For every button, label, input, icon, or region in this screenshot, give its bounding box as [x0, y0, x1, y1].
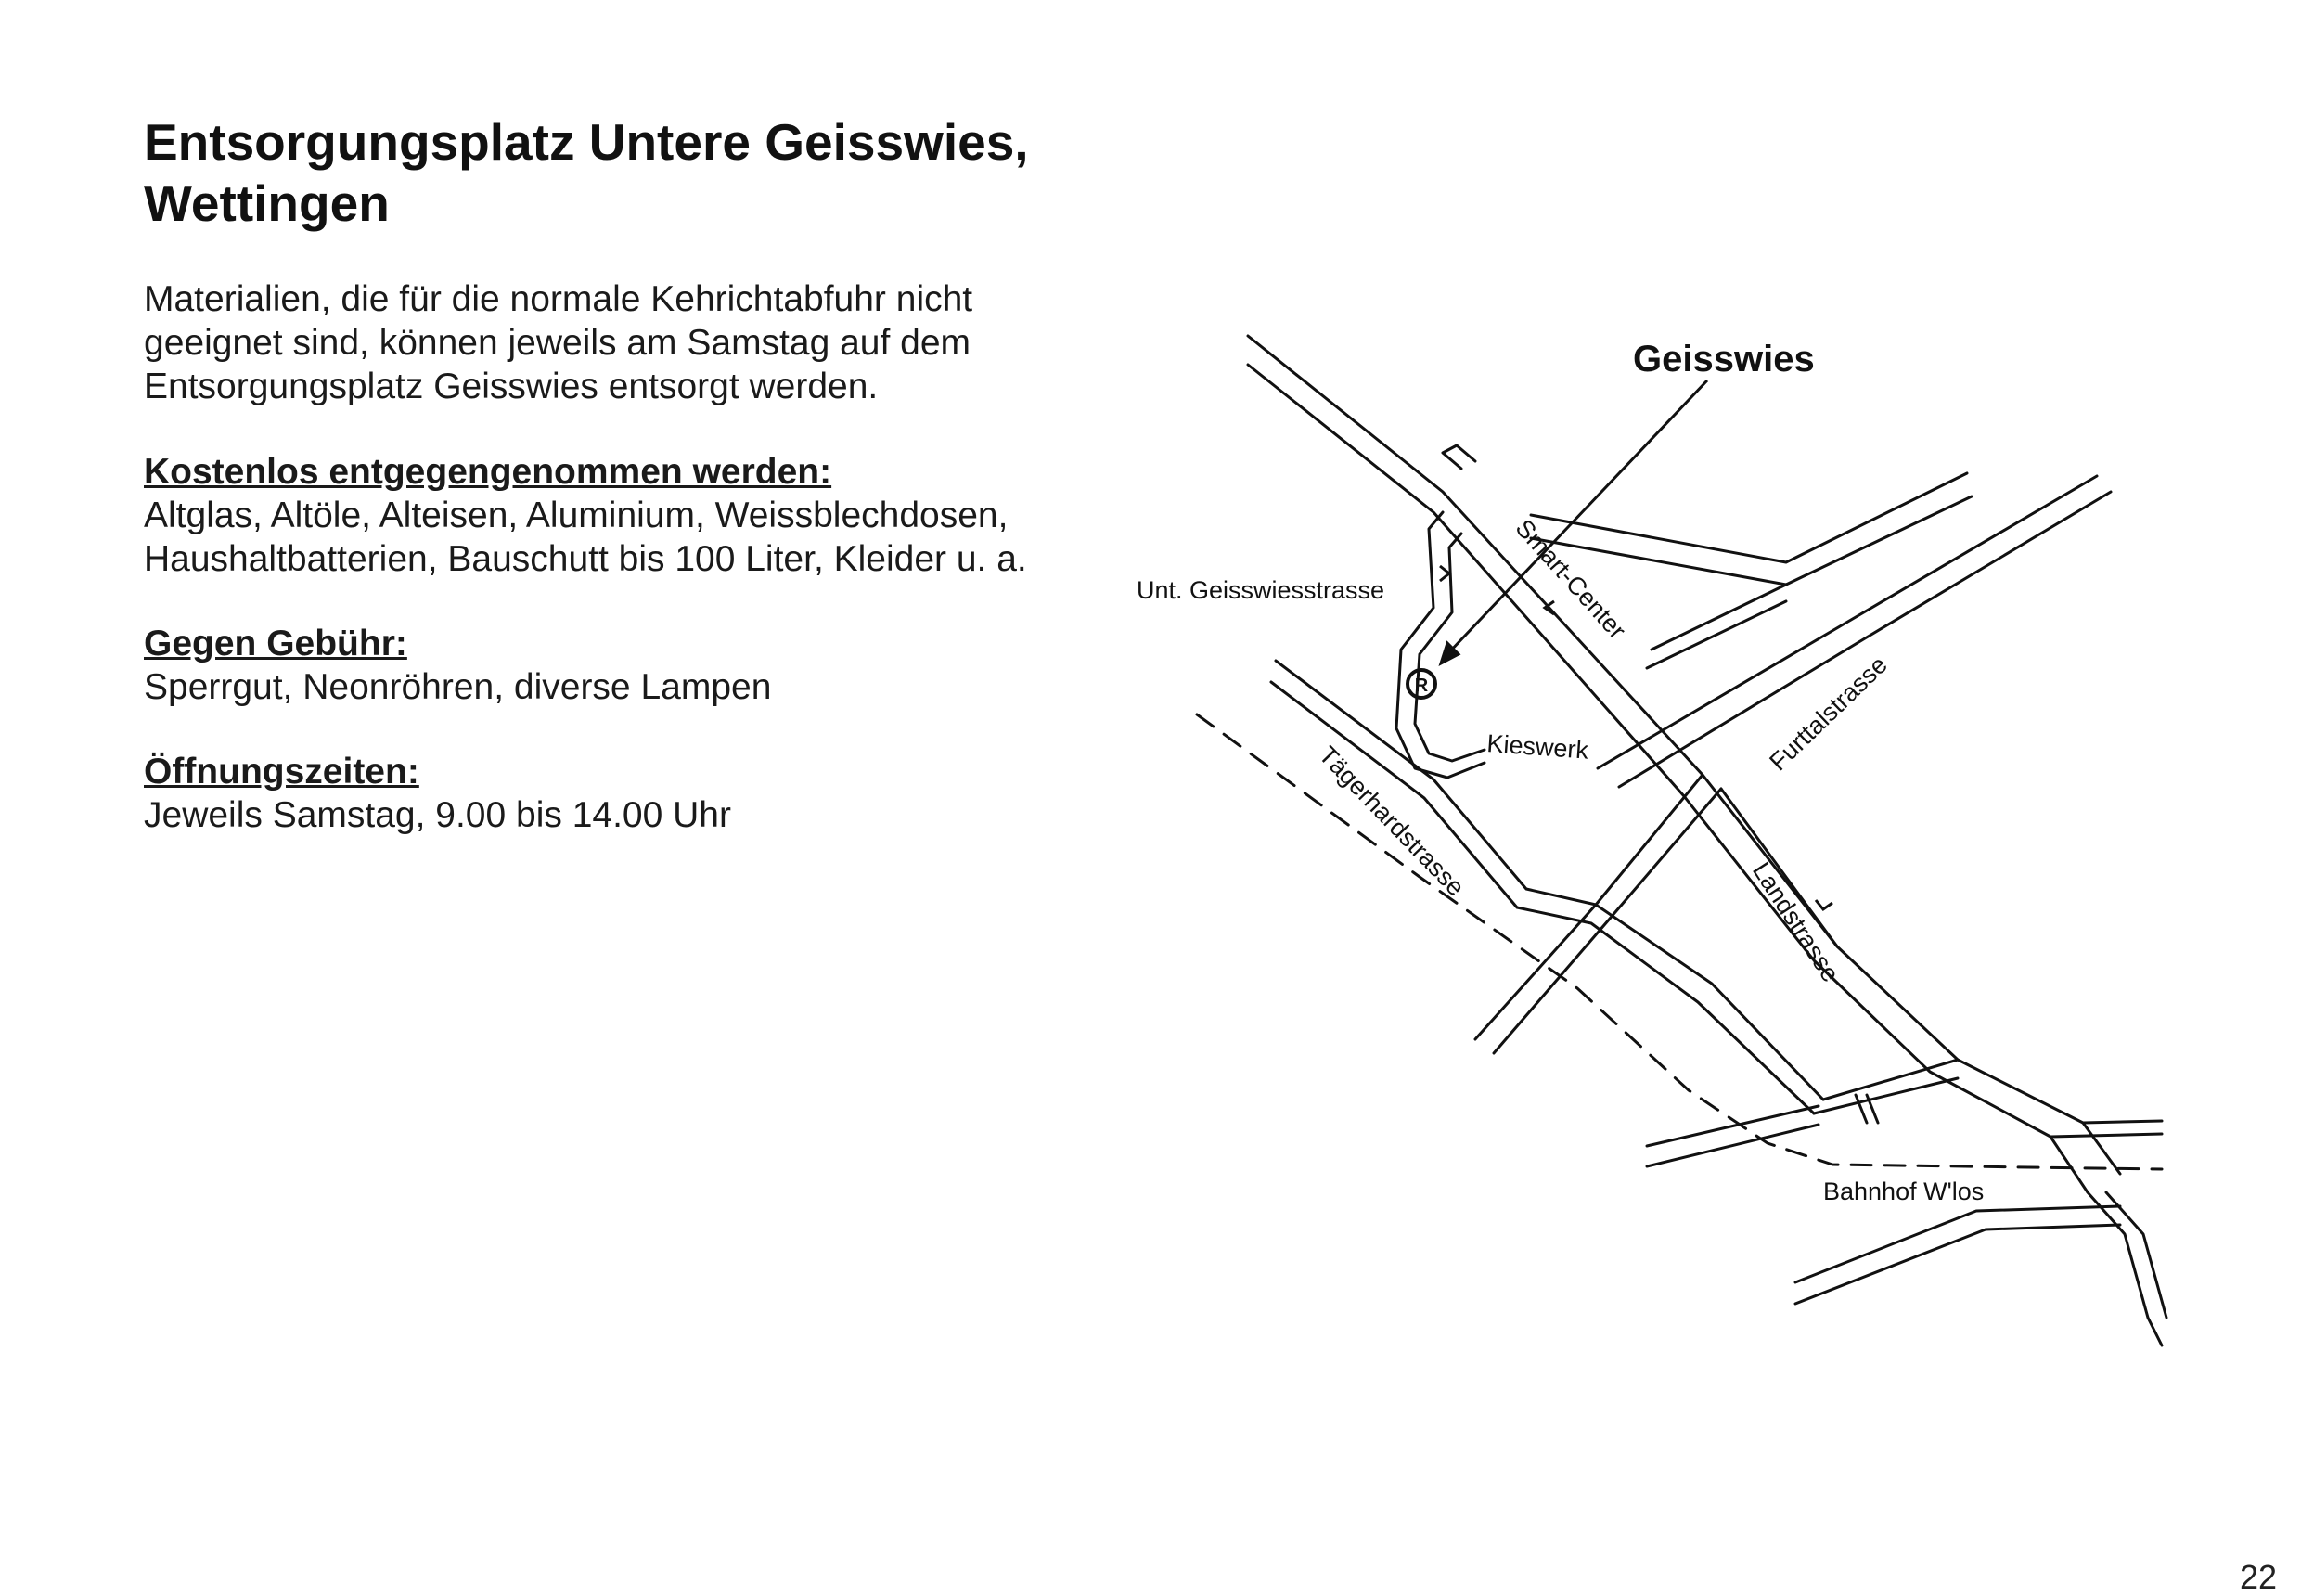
- free-materials-line: Altglas, Altöle, Alteisen, Aluminium, We…: [144, 496, 1009, 535]
- label-geisswies: Geisswies: [1633, 339, 1815, 380]
- page-title: Entsorgungsplatz Untere Geisswies, Wetti…: [144, 113, 1029, 232]
- road-right-edge: [2049, 1119, 2164, 1139]
- page-number: 22: [2239, 1558, 2277, 1596]
- intro-line: Materialien, die für die normale Kehrich…: [144, 279, 973, 319]
- free-materials-section: Kostenlos entgegengenommen werden: Altgl…: [144, 450, 1164, 581]
- label-smart-center: Smart-Center: [1510, 514, 1632, 644]
- opening-hours-section: Öffnungszeiten: Jeweils Samstag, 9.00 bi…: [144, 750, 1164, 837]
- road-upper-right-2: [1645, 583, 1788, 670]
- free-materials-heading: Kostenlos entgegengenommen werden:: [144, 452, 832, 492]
- road-lower-connector: [1812, 1058, 1960, 1115]
- intro-paragraph: Materialien, die für die normale Kehrich…: [144, 277, 1164, 408]
- entrance-arrow-icon: [1439, 564, 1833, 912]
- intro-line: geeignet sind, können jeweils am Samstag…: [144, 323, 971, 363]
- recycling-symbol-label: R: [1415, 676, 1429, 696]
- railway-crossing: [1854, 1093, 1880, 1125]
- label-landstrasse: Landstrasse: [1747, 857, 1845, 987]
- road-bottom: [1793, 1204, 2122, 1306]
- road-furttalstrasse: [1596, 474, 2113, 789]
- location-arrow-icon: [1438, 379, 1709, 667]
- location-map: R Geisswies Unt. Geisswiesstrasse Smart-…: [1137, 334, 2168, 1347]
- label-kieswerk: Kieswerk: [1486, 729, 1590, 765]
- road-spur-top: [1441, 444, 1477, 470]
- road-bottom-right: [2086, 1191, 2168, 1347]
- free-materials-line: Haushaltbatterien, Bauschutt bis 100 Lit…: [144, 539, 1027, 579]
- fee-line: Sperrgut, Neonröhren, diverse Lampen: [144, 667, 772, 707]
- opening-hours-heading: Öffnungszeiten:: [144, 752, 419, 792]
- recycling-icon: R: [1406, 668, 1437, 700]
- label-taegerhardstrasse: Tägerhardstrasse: [1314, 740, 1471, 901]
- fee-heading: Gegen Gebühr:: [144, 624, 407, 663]
- label-unt-geisswiesstrasse: Unt. Geisswiesstrasse: [1137, 576, 1384, 604]
- opening-hours-line: Jeweils Samstag, 9.00 bis 14.00 Uhr: [144, 795, 731, 835]
- road-cross-1: [1473, 773, 1723, 1055]
- intro-line: Entsorgungsplatz Geisswies entsorgt werd…: [144, 367, 879, 406]
- road-bottom-left: [1645, 1104, 1820, 1168]
- label-furttalstrasse: Furttalstrasse: [1764, 650, 1892, 776]
- fee-section: Gegen Gebühr: Sperrgut, Neonröhren, dive…: [144, 622, 1164, 709]
- road-upper-right: [1529, 471, 1973, 586]
- road-access-site: [1395, 510, 1486, 779]
- road-taegerhardstrasse: [1269, 659, 1825, 1115]
- railway-line: [1195, 713, 2164, 1171]
- road-cross-2: [1719, 787, 1839, 948]
- label-bahnhof: Bahnhof W'los: [1823, 1178, 1984, 1205]
